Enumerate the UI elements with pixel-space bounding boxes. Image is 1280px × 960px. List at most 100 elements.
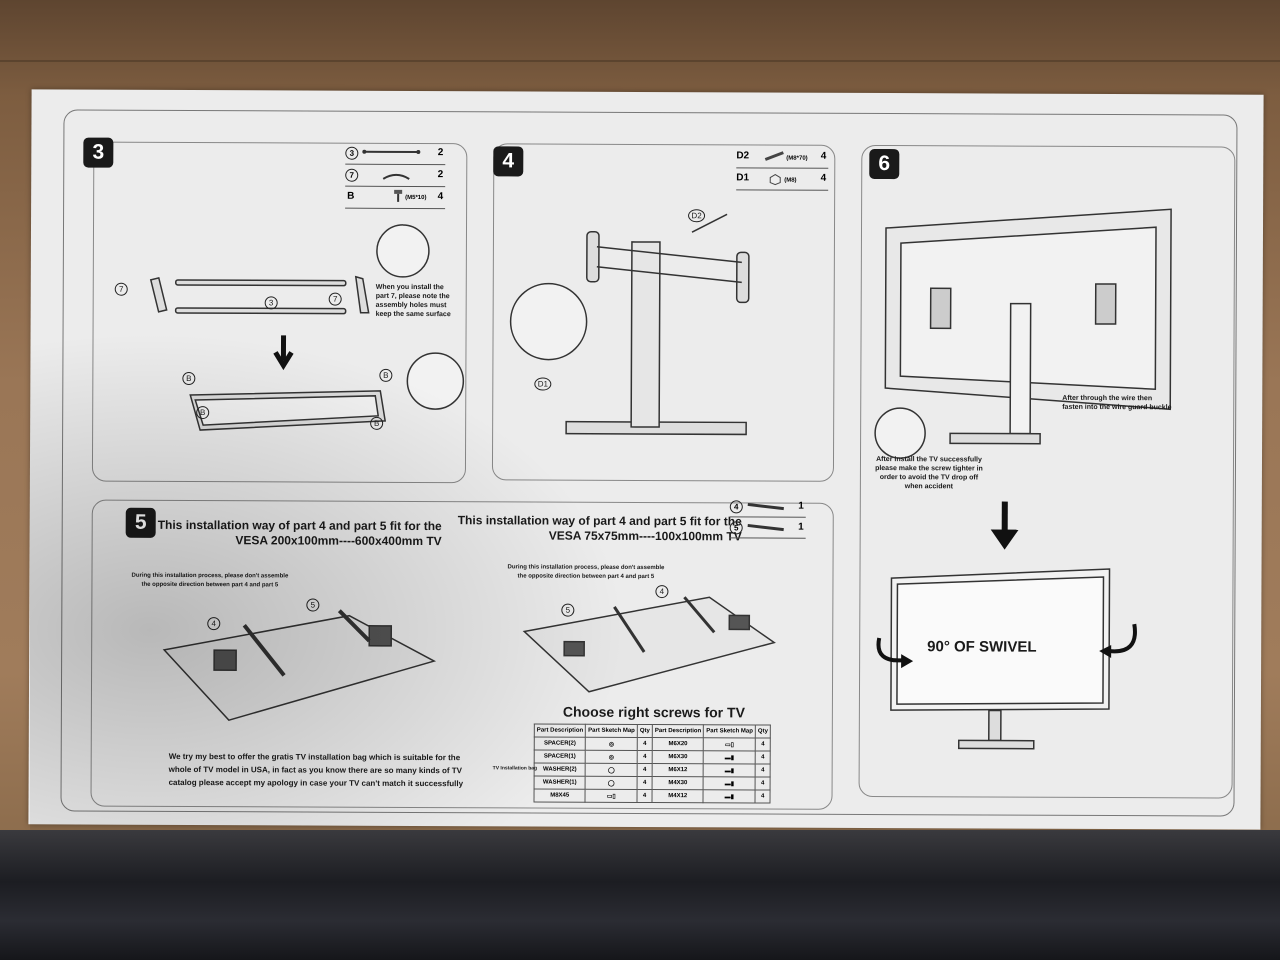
- screw-sketch-icon: ▬▮: [703, 776, 756, 790]
- part-id: 3: [345, 146, 359, 160]
- left-warning-line2: the opposite direction between part 4 an…: [141, 581, 279, 589]
- part-row: B (M5*10) 4: [345, 186, 446, 210]
- part-row: D1 (M8) 4: [736, 168, 829, 191]
- part-qty: 4: [820, 150, 827, 162]
- left-fit-title: This installation way of part 4 and part…: [158, 518, 442, 549]
- apology-note: We try my best to offer the gratis TV in…: [168, 751, 464, 789]
- left-tv-mount-diagram: [162, 609, 437, 722]
- table-row: M8X45 ▭▯ 4 M4X12 ▬▮ 4: [534, 789, 771, 804]
- callout-5: 5: [561, 603, 575, 617]
- table-cell: WASHER(2): [534, 763, 586, 777]
- callout-4: 4: [207, 617, 221, 631]
- callout-b: B: [379, 368, 393, 382]
- part-row: 4 1: [729, 496, 806, 518]
- washer-icon: ◯: [585, 776, 638, 790]
- step-3-parts-list: 3 2 7 2 B (M5*10) 4: [345, 142, 446, 210]
- table-cell: M8X45: [534, 789, 586, 803]
- step-5-badge: 5: [125, 507, 156, 538]
- screws-title: Choose right screws for TV: [562, 703, 745, 721]
- table-cell: 4: [637, 789, 653, 803]
- step-6-tv-front-diagram: [876, 568, 1137, 750]
- screw-sketch-icon: ▬▮: [703, 750, 756, 764]
- step-3-badge: 3: [83, 137, 114, 168]
- part-id: D1: [736, 172, 750, 184]
- left-fit-title-line1: This installation way of part 4 and part…: [157, 517, 442, 534]
- table-cell: 4: [755, 750, 771, 765]
- nut-icon: [769, 173, 781, 186]
- part-qty: 2: [437, 147, 444, 159]
- part-row: D2 (M8*70) 4: [736, 146, 829, 169]
- step-6-tv-back-diagram: [874, 208, 1172, 459]
- table-header: Part Sketch Map: [585, 724, 638, 738]
- tighten-note: After install the TV successfully please…: [875, 456, 983, 491]
- right-warning-line2: the opposite direction between part 4 an…: [517, 573, 655, 581]
- step-3-note: When you install the part 7, please note…: [375, 283, 451, 319]
- table-cell: 4: [755, 789, 771, 804]
- screw-sketch-icon: ▭▯: [703, 737, 756, 751]
- table-header: Qty: [637, 724, 653, 738]
- table-cell: 4: [637, 737, 653, 751]
- part-qty: 2: [437, 169, 444, 181]
- table-cell: M6X12: [652, 763, 704, 777]
- washer-icon: ◯: [585, 763, 638, 777]
- screw-sketch-icon: ▬▮: [703, 789, 756, 803]
- right-fit-title-line2: VESA 75x75mm----100x100mm TV: [548, 528, 742, 544]
- plastic-wrap: [0, 830, 1280, 960]
- bolt-sketch-icon: ▭▯: [585, 789, 638, 803]
- part-row: 3 2: [345, 142, 446, 166]
- right-tv-mount-diagram: [522, 596, 776, 693]
- callout-b: B: [196, 406, 210, 420]
- right-fit-title: This installation way of part 4 and part…: [458, 513, 742, 544]
- arrow-down-icon: [990, 501, 1019, 550]
- rail-icon: [747, 523, 784, 532]
- table-cell: M6X20: [652, 737, 704, 751]
- swivel-label: 90° OF SWIVEL: [927, 638, 1037, 656]
- left-fit-title-line2: VESA 200x100mm----600x400mm TV: [235, 533, 442, 549]
- screws-table: Part Description Part Sketch Map Qty Par…: [534, 724, 771, 804]
- rod-icon: [362, 149, 421, 155]
- table-cell: M4X30: [652, 776, 704, 790]
- step-5-parts-list: 4 1 5 1: [729, 496, 806, 539]
- rail-icon: [747, 502, 784, 511]
- part-qty: 4: [437, 191, 444, 203]
- step-4-parts-list: D2 (M8*70) 4 D1 (M8) 4: [736, 146, 829, 191]
- table-row: WASHER(2) ◯ 4 M6X12 ▬▮ 4: [534, 763, 771, 778]
- table-cell: 4: [637, 763, 653, 777]
- part-row: 5 1: [729, 517, 806, 539]
- box-seam: [0, 60, 1280, 62]
- part-id: B: [347, 190, 355, 202]
- bag-label: TV Installation bag: [492, 765, 538, 772]
- callout-7: 7: [328, 292, 342, 306]
- bracket-icon: [382, 173, 410, 180]
- callout-4: 4: [655, 585, 669, 599]
- callout-d1: D1: [534, 377, 552, 391]
- part-row: 7 2: [345, 164, 446, 188]
- table-cell: 4: [755, 763, 771, 778]
- table-header: Part Description: [652, 724, 704, 738]
- part-id: D2: [736, 150, 750, 162]
- spacer-icon: ◎: [585, 737, 638, 751]
- callout-d2: D2: [688, 209, 706, 223]
- part-spec: (M8*70): [786, 155, 808, 162]
- table-row: SPACER(1) ◎ 4 M6X30 ▬▮ 4: [534, 750, 771, 765]
- table-header: Part Sketch Map: [703, 724, 756, 738]
- bolt-icon: [764, 151, 784, 161]
- table-header: Qty: [755, 724, 771, 739]
- right-fit-title-line1: This installation way of part 4 and part…: [457, 513, 742, 529]
- part-qty: 4: [820, 172, 827, 184]
- table-cell: M6X30: [652, 750, 704, 764]
- table-cell: 4: [755, 737, 771, 752]
- part-spec: (M5*10): [405, 194, 427, 202]
- screw-sketch-icon: ▬▮: [703, 763, 756, 777]
- instruction-sheet: 3 3 2 7 2 B (M5*10) 4: [28, 89, 1264, 830]
- right-warning: During this installation process, please…: [507, 563, 665, 582]
- part-id: 4: [729, 500, 743, 514]
- screw-icon: [394, 189, 403, 202]
- table-cell: WASHER(1): [534, 776, 586, 790]
- table-header-row: Part Description Part Sketch Map Qty Par…: [534, 724, 771, 739]
- step-4-badge: 4: [493, 146, 524, 177]
- table-cell: 4: [637, 776, 653, 790]
- wire-note: After through the wire then fasten into …: [1062, 394, 1172, 412]
- step-3-diagram: [149, 224, 465, 431]
- table-cell: 4: [755, 776, 771, 791]
